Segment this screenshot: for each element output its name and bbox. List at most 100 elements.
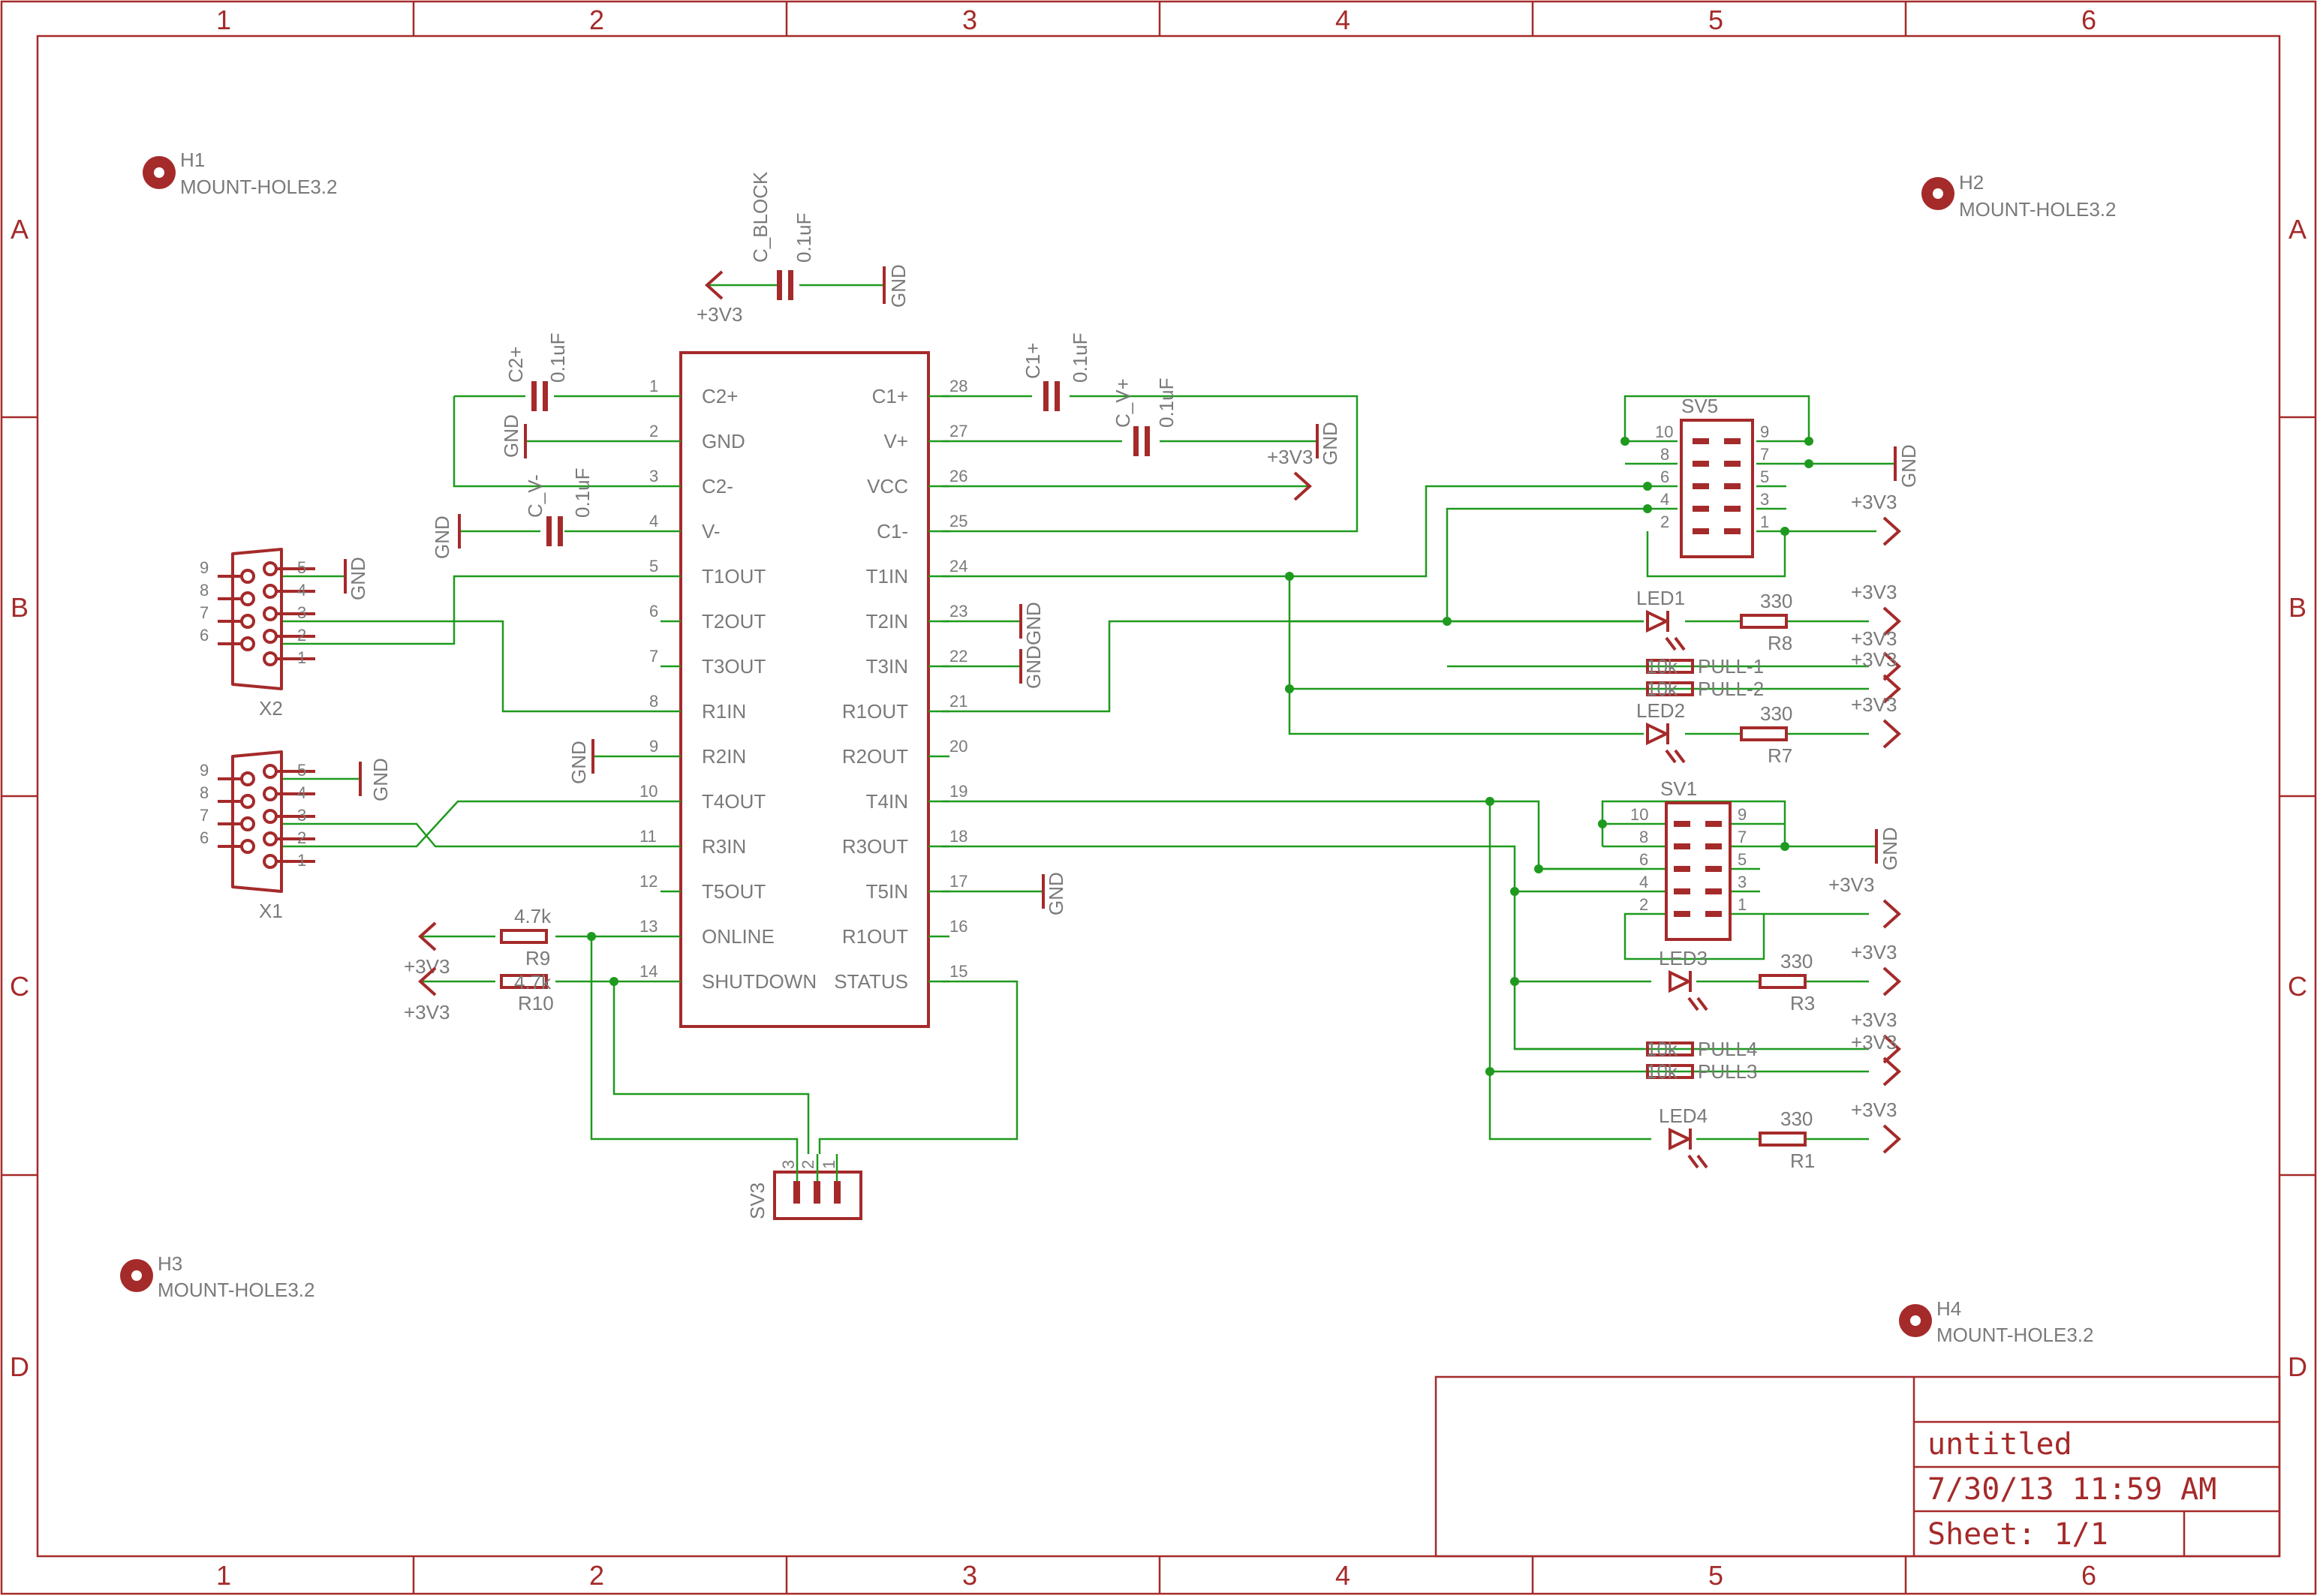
svg-text:GND: GND [567,741,590,784]
header-sv3: 3 2 1 SV3 [746,1154,862,1220]
mount-hole-ref: H1 [180,149,205,171]
header-ref: SV1 [1660,777,1697,800]
resistor-r9: 4.7k R9 [500,905,552,969]
mount-hole-value: MOUNT-HOLE3.2 [1959,198,2117,221]
resistor-pull3: 10k PULL3 [1646,1060,1758,1083]
resistor-pull2: 10k PULL-2 [1646,678,1764,700]
svg-text:3: 3 [1760,490,1769,509]
svg-text:GND: GND [431,515,453,559]
zone-col-2-bottom: 2 [589,1560,604,1591]
zone-col-4-bottom: 4 [1335,1560,1350,1591]
svg-text:+3V3: +3V3 [1851,693,1897,716]
resistor-r7: 330 R7 [1740,702,1792,767]
ic-pin-name: T4OUT [702,790,766,813]
ground-symbols: GND GND GND GND GND GND GND GND [344,264,1920,915]
capacitor-ref: C2+ [504,347,527,383]
header-pins [1693,438,1741,534]
ic-pin-name: GND [702,430,745,452]
ic-pin-number: 18 [949,827,967,846]
mount-hole-h4: H4 MOUNT-HOLE3.2 [1899,1297,2094,1346]
ic-pin-name: T1IN [866,565,908,588]
svg-text:7: 7 [200,806,209,825]
svg-text:GND: GND [887,264,910,308]
db9-pin-circles [240,561,278,666]
svg-text:6: 6 [1660,467,1669,486]
resistor-ref: R7 [1768,744,1792,767]
svg-text:+3V3: +3V3 [1828,873,1874,896]
resistor-value: 10k [1646,1060,1678,1083]
svg-text:6: 6 [200,828,209,847]
connector-ref: X1 [259,900,283,922]
capacitor-ref: C_V+ [1112,378,1134,428]
svg-text:1: 1 [820,1160,838,1169]
connector-ref: X2 [259,697,283,720]
svg-text:+3V3: +3V3 [1851,1099,1897,1121]
ic-pin-number: 7 [649,647,658,666]
svg-text:9: 9 [200,558,209,577]
resistor-ref: R10 [518,992,554,1014]
svg-text:2: 2 [1639,895,1648,914]
zone-col-1-bottom: 1 [216,1560,231,1591]
zone-col-5-top: 5 [1708,5,1723,35]
ic-pin-name: C2+ [702,385,738,407]
zone-labels: 1 2 3 4 5 6 1 2 3 4 5 6 A B C D A B C D [10,5,2307,1591]
capacitor-value: 0.1uF [1155,378,1178,428]
resistor-value: 330 [1760,590,1792,612]
ic-left-pin-stubs [660,395,681,983]
led-ref: LED4 [1659,1105,1708,1127]
supply-arrows: +3V3 +3V3 +3V3 +3V3 +3V3 +3V3 +3V3 +3V3 [404,270,1901,1154]
svg-text:GND: GND [1022,602,1045,645]
ic-pin-name: ONLINE [702,925,775,948]
ic-pin-number: 5 [649,557,658,576]
zone-row-b-left: B [11,592,29,623]
svg-text:4: 4 [297,581,306,600]
resistor-value: 330 [1780,1108,1813,1130]
title-block-title: untitled [1927,1427,2072,1462]
zone-row-a-right: A [2288,214,2306,245]
title-block-sheet: Sheet: 1/1 [1927,1517,2108,1552]
ic-pin-number: 13 [639,917,657,936]
svg-text:5: 5 [1760,467,1769,486]
resistor-pull1: 10k PULL-1 [1646,655,1764,678]
svg-text:+3V3: +3V3 [1851,491,1897,513]
resistor-value: 10k [1646,655,1678,678]
ic-pin-name: V- [702,520,721,543]
svg-text:3: 3 [297,806,306,825]
capacitor-c1p: C1+ 0.1uF [1022,333,1091,411]
zone-row-b-right: B [2288,592,2306,623]
supply-arrow-icon: +3V3 [1851,1008,1901,1064]
svg-text:+3V3: +3V3 [1851,941,1897,963]
ic-pin-name: T4IN [866,790,908,813]
ic-pin-number: 8 [649,692,658,711]
db9-pin-stubs [218,770,315,863]
svg-text:6: 6 [200,626,209,645]
ic-pin-name: R3IN [702,835,746,858]
zone-row-d-right: D [2288,1351,2307,1382]
ic-pin-number: 2 [649,422,658,440]
svg-text:2: 2 [297,626,306,645]
supply-arrow-icon: +3V3 [1851,1099,1901,1154]
svg-text:10: 10 [1655,422,1673,441]
supply-arrow-icon: +3V3 [1851,648,1901,704]
ic-pin-number: 28 [949,377,967,395]
led-led1: LED1 [1636,587,1686,651]
mount-hole-value: MOUNT-HOLE3.2 [1936,1324,2094,1346]
ic-pin-number: 11 [639,827,657,846]
ic-pin-name: C2- [702,475,733,497]
capacitor-cvm: C_V- 0.1uF [524,468,594,546]
ground-symbol: GND [1875,827,1901,870]
svg-text:GND: GND [1897,444,1920,488]
capacitor-value: 0.1uF [571,468,594,518]
resistor-value: 4.7k [514,971,552,993]
mount-hole-ref: H3 [158,1252,182,1275]
zone-row-a-left: A [11,214,29,245]
ic-pin-number: 3 [649,467,658,485]
ic-pin-name: R2IN [702,745,746,768]
ic-pin-number: 15 [949,962,967,981]
svg-text:+3V3: +3V3 [697,303,742,326]
supply-arrow-icon: +3V3 [404,966,450,1023]
led-led2: LED2 [1636,699,1686,764]
db9-connector-x1: 9 8 7 6 5 4 3 2 1 X1 [200,750,315,922]
capacitor-value: 0.1uF [1069,333,1091,383]
ic-pin-number: 6 [649,602,658,621]
